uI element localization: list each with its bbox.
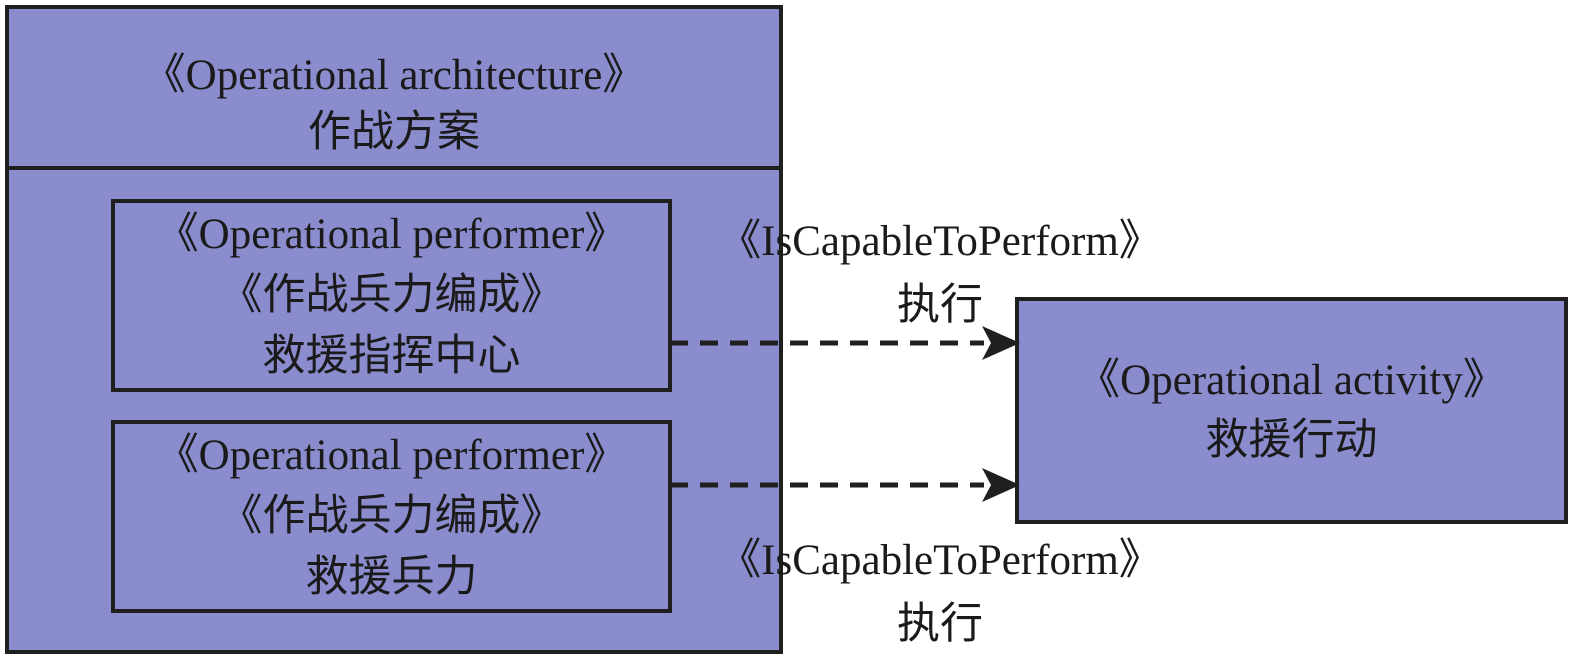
activity-name: 救援行动 <box>1205 416 1378 464</box>
performer-stereotype: 《Operational performer》 <box>155 432 628 479</box>
operational-activity-box: 《Operational activity》 救援行动 <box>1015 297 1568 524</box>
operational-performer-box-rescue-force: 《Operational performer》 《作战兵力编成》 救援兵力 <box>111 420 672 613</box>
architecture-header-compartment: 《Operational architecture》 作战方案 <box>9 9 779 170</box>
architecture-stereotype: 《Operational architecture》 <box>142 52 646 99</box>
connector-name: 执行 <box>897 282 983 329</box>
performer-stereotype-cn: 《作战兵力编成》 <box>219 493 564 540</box>
connector-label-1: 《IsCapableToPerform》 执行 <box>680 214 1200 334</box>
operational-performer-box-rescue-command-center: 《Operational performer》 《作战兵力编成》 救援指挥中心 <box>111 199 672 392</box>
architecture-name: 作战方案 <box>308 109 480 156</box>
operational-architecture-box: 《Operational architecture》 作战方案 《Operati… <box>5 5 783 654</box>
activity-stereotype: 《Operational activity》 <box>1077 356 1506 404</box>
arrowhead-icon <box>982 468 1020 502</box>
performer-name: 救援兵力 <box>305 554 478 601</box>
connector-stereotype: 《IsCapableToPerform》 <box>718 218 1162 265</box>
performer-name: 救援指挥中心 <box>262 333 521 380</box>
dashed-arrow-connector-2 <box>670 468 1020 502</box>
connector-stereotype: 《IsCapableToPerform》 <box>718 537 1162 584</box>
dashed-arrow-connector-1 <box>670 326 1020 360</box>
connector-name: 执行 <box>897 601 983 648</box>
arrowhead-icon <box>982 326 1020 360</box>
connector-label-2: 《IsCapableToPerform》 执行 <box>680 533 1200 653</box>
performer-stereotype-cn: 《作战兵力编成》 <box>219 272 564 319</box>
performer-stereotype: 《Operational performer》 <box>155 211 628 258</box>
